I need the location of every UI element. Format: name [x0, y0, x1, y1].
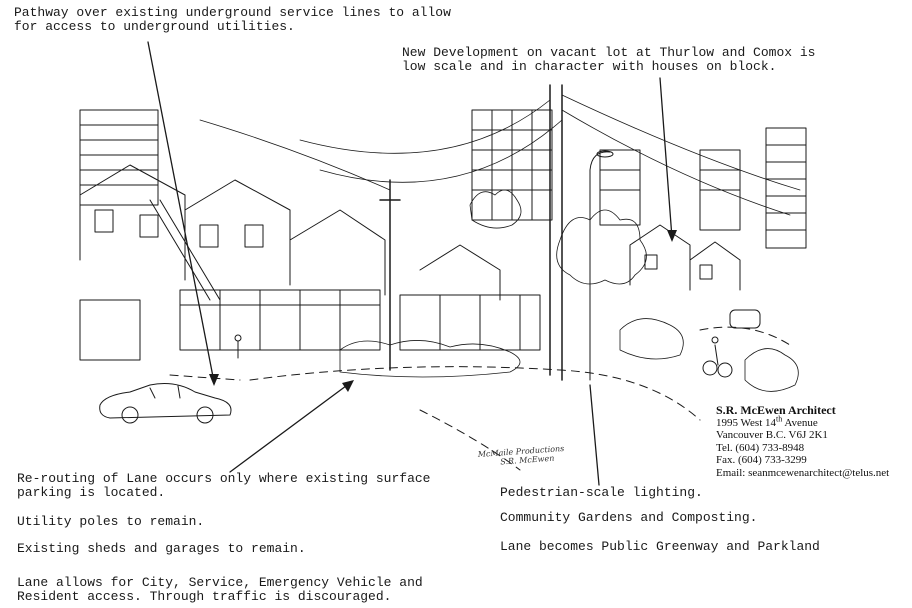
tower-left — [79, 109, 159, 206]
garden-beds — [179, 289, 541, 351]
car — [99, 383, 232, 424]
address-city: Vancouver B.C. V6J 2K1 — [716, 429, 828, 441]
foliage — [339, 189, 799, 392]
note-utility-poles: Utility poles to remain. — [17, 514, 205, 529]
figures — [234, 309, 761, 378]
note-sheds: Existing sheds and garages to remain. — [17, 541, 306, 556]
address-line: 1995 West 14th Avenue — [716, 413, 889, 430]
tower-center — [471, 109, 641, 226]
firm-name: S.R. McEwen Architect — [716, 403, 836, 417]
address-ordinal: th — [776, 413, 783, 423]
note-gardens: Community Gardens and Composting. — [500, 510, 758, 525]
leader-lines — [147, 41, 673, 486]
tower-right — [699, 127, 807, 249]
utility-poles — [379, 84, 563, 381]
note-rerouting: Re-routing of Lane occurs only where exi… — [17, 471, 431, 500]
street-lamp — [589, 150, 614, 381]
telephone: Tel. (604) 733-8948 — [716, 441, 805, 454]
note-greenway: Lane becomes Public Greenway and Parklan… — [500, 539, 820, 554]
power-lines — [199, 94, 801, 216]
houses-right — [419, 224, 741, 301]
lane-edge — [169, 326, 791, 471]
address-avenue: Avenue — [782, 416, 818, 429]
arrowheads — [209, 230, 677, 392]
houses-left — [79, 164, 386, 361]
address-street: 1995 West 14 — [716, 416, 777, 429]
note-new-development: New Development on vacant lot at Thurlow… — [402, 45, 816, 74]
note-pathway: Pathway over existing underground servic… — [14, 5, 451, 34]
email: Email: seanmcewenarchitect@telus.net — [716, 466, 890, 479]
title-block: S.R. McEwen Architect 1995 West 14th Ave… — [716, 404, 889, 479]
note-lane-access: Lane allows for City, Service, Emergency… — [17, 575, 423, 604]
note-lighting: Pedestrian-scale lighting. — [500, 485, 703, 500]
fax: Fax. (604) 733-3299 — [716, 454, 807, 466]
